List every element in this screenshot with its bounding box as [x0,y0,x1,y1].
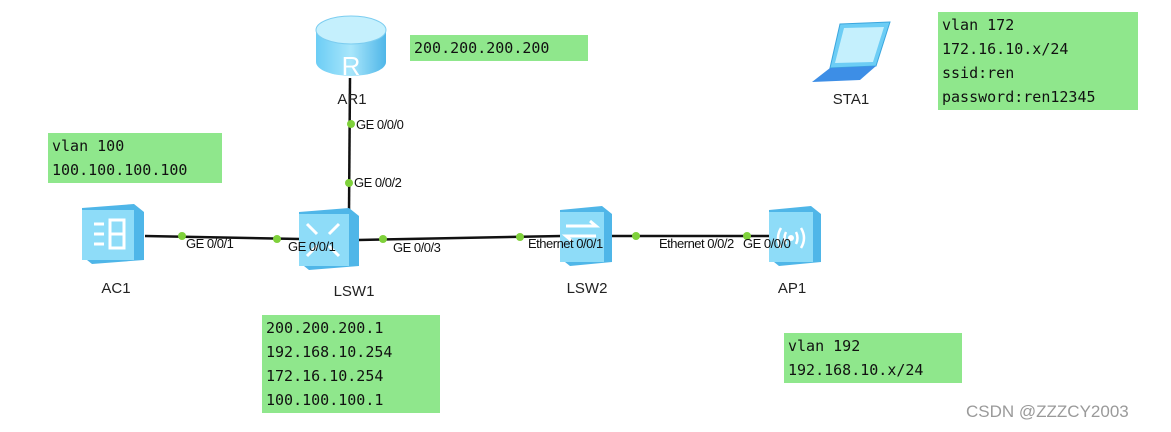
port-label: Ethernet 0/0/1 [528,236,603,251]
port-dot [345,179,353,187]
note-line: password:ren12345 [942,88,1096,106]
note-line: 200.200.200.1 [266,319,384,337]
device-label-lsw1: LSW1 [333,283,375,300]
note-line: 200.200.200.200 [414,39,550,57]
note-line: 192.168.10.x/24 [788,361,924,379]
watermark: CSDN @ZZZCY2003 [966,402,1129,421]
port-label: Ethernet 0/0/2 [659,236,734,251]
note-ar1[interactable]: 200.200.200.200 [410,35,588,61]
laptop-icon[interactable] [810,20,892,82]
switch-icon[interactable] [558,204,614,268]
note-line: 192.168.10.254 [266,343,393,361]
access-controller-icon[interactable] [80,202,146,264]
port-dot [516,233,524,241]
port-dot [347,120,355,128]
port-label: GE 0/0/1 [288,239,336,254]
note-line: ssid:ren [942,64,1015,82]
router-icon[interactable]: R [314,12,388,82]
core-switch-icon[interactable] [297,206,361,272]
note-lsw1[interactable]: 200.200.200.1 192.168.10.254 172.16.10.254… [262,315,440,413]
device-label-lsw2: LSW2 [566,280,608,297]
note-sta1[interactable]: vlan 172 172.16.10.x/24 ssid:ren password:r… [938,12,1138,110]
note-line: 100.100.100.100 [52,161,188,179]
note-line: vlan 172 [942,16,1015,34]
port-label: GE 0/0/0 [356,117,404,132]
device-label-ac1: AC1 [101,280,131,297]
note-line: vlan 192 [788,337,861,355]
port-label: GE 0/0/3 [393,240,441,255]
port-label: GE 0/0/1 [186,236,234,251]
access-point-icon[interactable] [767,204,823,268]
note-ac1[interactable]: vlan 100 100.100.100.100 [48,133,222,183]
note-line: 172.16.10.254 [266,367,384,385]
device-label-sta1: STA1 [832,91,870,108]
port-dot [743,232,751,240]
link-lsw1-lsw2[interactable] [357,234,563,242]
note-ap1[interactable]: vlan 192 192.168.10.x/24 [784,333,962,383]
link-ar1-lsw1[interactable] [347,77,352,213]
port-dot [379,235,387,243]
port-dot [178,232,186,240]
device-label-ap1: AP1 [777,280,807,297]
port-dot [632,232,640,240]
port-dot [273,235,281,243]
note-line: 100.100.100.1 [266,391,384,409]
note-line: 172.16.10.x/24 [942,40,1069,58]
port-label: GE 0/0/2 [354,175,402,190]
note-line: vlan 100 [52,137,125,155]
svg-text:R: R [342,51,361,81]
port-label: GE 0/0/0 [743,236,791,251]
device-label-ar1: AR1 [337,91,367,108]
